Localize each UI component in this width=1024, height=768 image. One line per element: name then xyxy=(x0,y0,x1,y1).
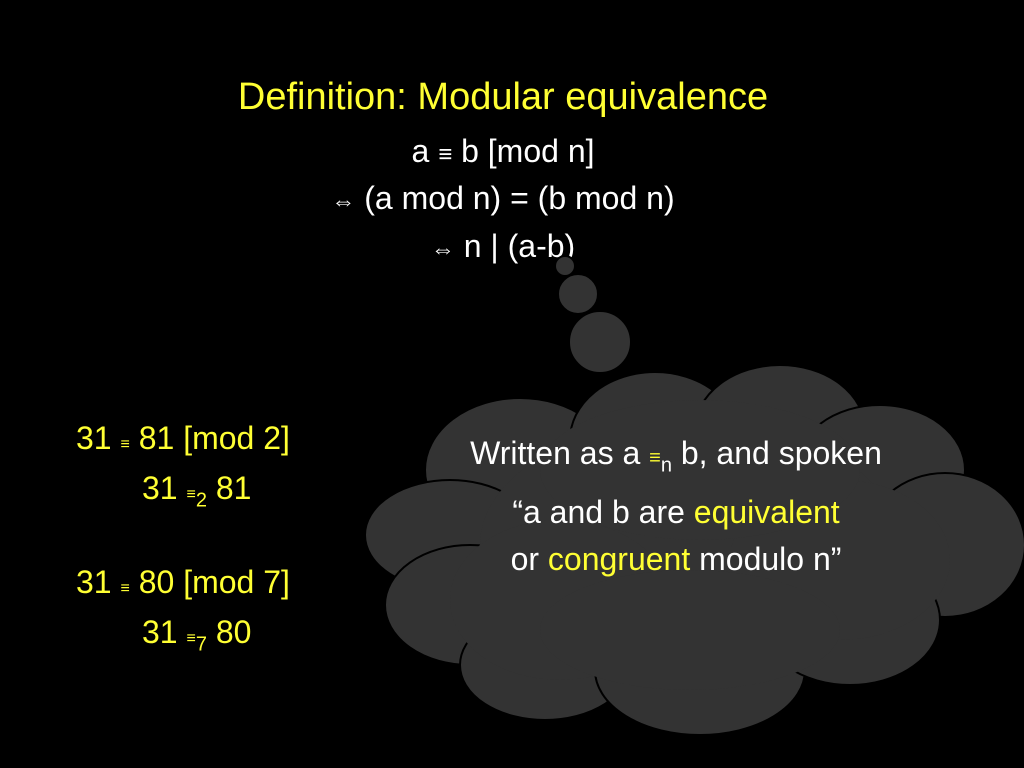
equiv-symbol: ≡ xyxy=(649,447,661,469)
subscript-n: n xyxy=(660,454,672,477)
word-modulo: modulo n” xyxy=(699,541,842,578)
example-1-right: 81 [mod 2] xyxy=(138,420,290,456)
quote-start: “a and b are xyxy=(512,494,685,531)
thought-bubble-large xyxy=(568,310,632,374)
equiv-symbol: ≡ xyxy=(186,630,196,647)
thought-bubble-medium xyxy=(557,273,599,315)
equiv-symbol: ≡ xyxy=(186,486,196,503)
example-2-left: 31 xyxy=(142,470,178,506)
iff-icon: ⇔ xyxy=(331,188,356,215)
word-or: or xyxy=(510,541,540,578)
var-a: a xyxy=(411,133,430,169)
example-2-subscript: 2 xyxy=(195,489,207,512)
equiv-symbol: ≡ xyxy=(120,436,130,453)
slide-title: Definition: Modular equivalence xyxy=(237,76,769,118)
example-1-left: 31 xyxy=(76,420,112,456)
example-3-left: 31 xyxy=(76,564,112,600)
definition-line-3-text: n | (a-b) xyxy=(463,228,576,264)
spoken-text: b, and spoken xyxy=(680,435,882,471)
word-equivalent: equivalent xyxy=(693,494,840,531)
example-4: 31 ≡7 80 xyxy=(142,614,251,656)
example-4-right: 80 xyxy=(215,614,252,650)
example-1: 31 ≡ 81 [mod 2] xyxy=(76,420,290,457)
definition-line-2: ⇔ (a mod n) = (b mod n) xyxy=(0,180,1006,217)
definition-line-1: a ≡ b [mod n] xyxy=(0,133,1006,170)
example-2: 31 ≡2 81 xyxy=(142,470,251,512)
example-3: 31 ≡ 80 [mod 7] xyxy=(76,564,290,601)
equiv-symbol: ≡ xyxy=(438,141,453,168)
cloud-text: Written as a ≡n b, and spoken “a and b a… xyxy=(466,430,886,583)
definition-line-1-rest: b [mod n] xyxy=(461,133,595,169)
definition-line-2-text: (a mod n) = (b mod n) xyxy=(364,180,675,216)
thought-bubble-small xyxy=(554,255,576,277)
example-3-right: 80 [mod 7] xyxy=(138,564,290,600)
equiv-symbol: ≡ xyxy=(120,580,130,597)
written-as-text: Written as a xyxy=(470,435,641,471)
definition-line-3: ⇔ n | (a-b) xyxy=(0,228,1006,265)
example-4-subscript: 7 xyxy=(195,633,207,656)
iff-icon: ⇔ xyxy=(430,236,455,263)
example-2-right: 81 xyxy=(215,470,252,506)
example-4-left: 31 xyxy=(142,614,178,650)
word-congruent: congruent xyxy=(547,541,691,578)
